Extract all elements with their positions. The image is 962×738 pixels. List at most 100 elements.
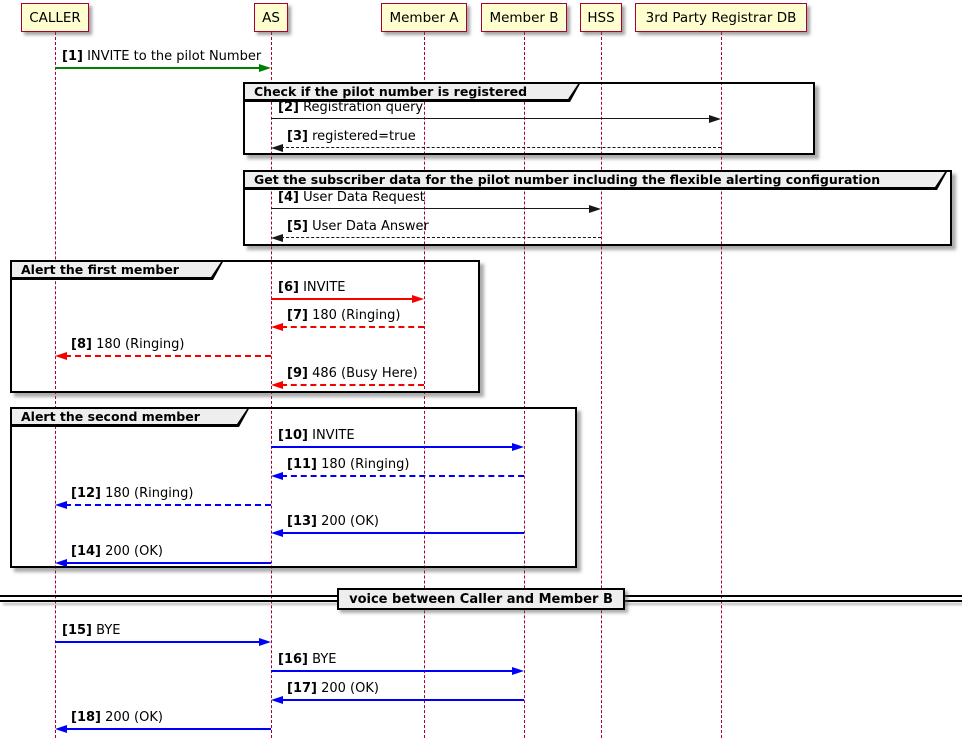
frame-title-tab-inner: Get the subscriber data for the pilot nu…: [245, 172, 945, 187]
message-5-arrowhead-icon: [271, 233, 283, 242]
message-text: 180 (Ringing): [307, 308, 401, 323]
message-seq: [2]: [278, 100, 299, 115]
lifeline-member-a: [424, 32, 425, 738]
message-18-label: [18] 200 (OK): [71, 711, 163, 725]
frame-alert-the-second-member: Alert the second member: [10, 407, 577, 568]
message-text: BYE: [91, 623, 121, 638]
message-3-arrowhead-icon: [271, 143, 283, 152]
message-14-line: [65, 562, 271, 564]
message-17-line: [281, 699, 524, 701]
frame-title-tab: Get the subscriber data for the pilot nu…: [243, 170, 948, 190]
message-text: INVITE: [298, 280, 346, 295]
message-14-label: [14] 200 (OK): [71, 545, 163, 559]
message-seq: [3]: [287, 129, 308, 144]
message-1-line: [55, 67, 261, 69]
participant-caller: CALLER: [21, 3, 89, 32]
participant-label: 3rd Party Registrar DB: [645, 9, 797, 26]
message-6-line: [271, 298, 414, 300]
message-text: 200 (OK): [100, 544, 163, 559]
participant-label: Member A: [389, 9, 459, 26]
message-16-arrowhead-icon: [512, 666, 524, 675]
frame-title: Alert the first member: [21, 262, 179, 277]
message-14-arrowhead-icon: [55, 558, 67, 567]
frame-title-tab: Alert the second member: [10, 407, 250, 427]
message-seq: [4]: [278, 190, 299, 205]
lifeline-3rd-party-registrar-db: [721, 32, 722, 738]
message-8-line: [65, 355, 271, 357]
message-text: registered=true: [307, 129, 416, 144]
message-18-line: [65, 728, 271, 730]
lifeline-hss: [601, 32, 602, 738]
frame-check-if-the-pilot-number-is-regis: Check if the pilot number is registered: [243, 82, 815, 155]
message-10-line: [271, 446, 514, 448]
frame-title: Alert the second member: [21, 409, 200, 424]
message-12-arrowhead-icon: [55, 500, 67, 509]
participant-label: CALLER: [29, 9, 81, 26]
message-6-arrowhead-icon: [412, 294, 424, 303]
lifeline-member-b: [524, 32, 525, 738]
lifeline-caller: [55, 32, 56, 738]
message-10-label: [10] INVITE: [278, 429, 355, 443]
message-12-label: [12] 180 (Ringing): [71, 487, 193, 501]
participant-as: AS: [254, 3, 288, 32]
message-13-label: [13] 200 (OK): [287, 515, 379, 529]
message-seq: [17]: [287, 681, 317, 696]
frame-get-the-subscriber-data-for-the-pi: Get the subscriber data for the pilot nu…: [243, 170, 952, 246]
message-12-line: [65, 504, 271, 506]
participant-label: HSS: [587, 9, 615, 26]
message-seq: [13]: [287, 514, 317, 529]
frame-title-tab: Check if the pilot number is registered: [243, 82, 581, 102]
frame-title: Get the subscriber data for the pilot nu…: [254, 172, 881, 187]
frame-title-tab-inner: Alert the second member: [12, 409, 247, 424]
message-2-line: [271, 118, 711, 119]
message-4-label: [4] User Data Request: [278, 191, 425, 205]
message-text: 200 (OK): [316, 681, 379, 696]
message-6-label: [6] INVITE: [278, 281, 346, 295]
message-8-label: [8] 180 (Ringing): [71, 338, 184, 352]
participant-hss: HSS: [580, 3, 622, 32]
message-text: 200 (OK): [100, 710, 163, 725]
message-15-label: [15] BYE: [62, 624, 120, 638]
message-2-label: [2] Registration query: [278, 101, 423, 115]
participant-label: Member B: [489, 9, 559, 26]
message-text: Registration query: [298, 100, 424, 115]
divider-label: voice between Caller and Member B: [349, 591, 613, 607]
message-5-label: [5] User Data Answer: [287, 220, 429, 234]
message-17-label: [17] 200 (OK): [287, 682, 379, 696]
message-seq: [8]: [71, 337, 92, 352]
message-3-label: [3] registered=true: [287, 130, 416, 144]
message-seq: [7]: [287, 308, 308, 323]
message-7-label: [7] 180 (Ringing): [287, 309, 400, 323]
message-text: BYE: [307, 652, 337, 667]
message-17-arrowhead-icon: [271, 695, 283, 704]
participant-3rd-party-registrar-db: 3rd Party Registrar DB: [635, 3, 807, 32]
message-seq: [10]: [278, 428, 308, 443]
frame-title-tab-inner: Check if the pilot number is registered: [245, 84, 578, 99]
message-seq: [5]: [287, 219, 308, 234]
message-10-arrowhead-icon: [512, 442, 524, 451]
message-4-arrowhead-icon: [589, 204, 601, 213]
message-4-line: [271, 208, 591, 209]
message-15-line: [55, 641, 261, 643]
message-13-arrowhead-icon: [271, 528, 283, 537]
message-text: INVITE: [307, 428, 355, 443]
participant-label: AS: [262, 9, 280, 26]
message-seq: [1]: [62, 49, 83, 64]
message-8-arrowhead-icon: [55, 351, 67, 360]
message-seq: [18]: [71, 710, 101, 725]
message-1-label: [1] INVITE to the pilot Number: [62, 50, 261, 64]
message-15-arrowhead-icon: [259, 637, 271, 646]
message-text: INVITE to the pilot Number: [82, 49, 262, 64]
message-text: User Data Request: [298, 190, 425, 205]
message-3-line: [281, 147, 721, 148]
message-seq: [9]: [287, 366, 308, 381]
message-16-label: [16] BYE: [278, 653, 336, 667]
message-7-arrowhead-icon: [271, 322, 283, 331]
message-9-label: [9] 486 (Busy Here): [287, 367, 418, 381]
message-seq: [16]: [278, 652, 308, 667]
message-11-arrowhead-icon: [271, 471, 283, 480]
frame-title: Check if the pilot number is registered: [254, 84, 528, 99]
message-text: 180 (Ringing): [100, 486, 194, 501]
message-18-arrowhead-icon: [55, 724, 67, 733]
